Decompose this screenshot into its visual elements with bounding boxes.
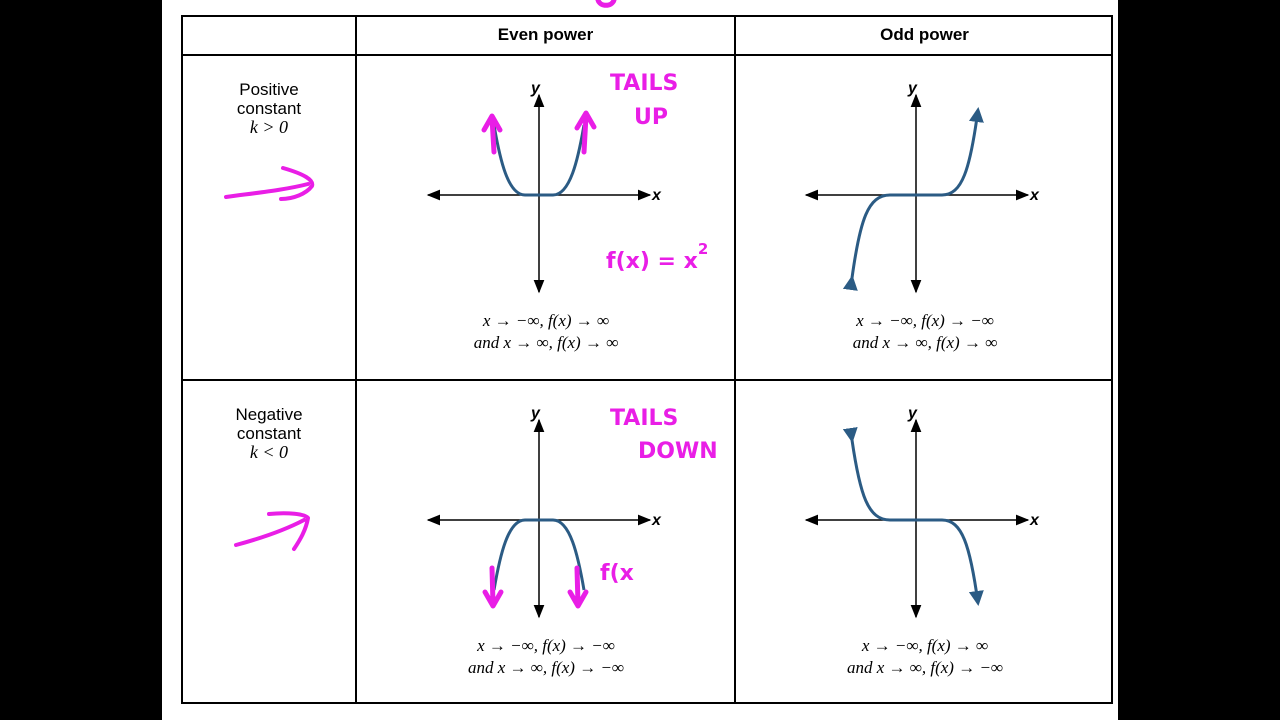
caption-negative-even-line1: x → −∞, f(x) → −∞	[477, 636, 615, 655]
row-label-positive-line1: Positive	[239, 80, 299, 99]
caption-negative-even: x → −∞, f(x) → −∞ and x → ∞, f(x) → −∞	[357, 635, 735, 679]
graph-positive-even: x y	[426, 80, 662, 294]
curve-negative-even	[492, 518, 586, 591]
graph-negative-even: x y	[426, 405, 662, 619]
row-label-negative: Negative constant k < 0	[183, 405, 355, 462]
note-tails-up-line1: TAILS	[610, 71, 678, 96]
row-label-positive-math: k > 0	[249, 117, 289, 137]
note-tails-down-line2: DOWN	[638, 439, 718, 464]
caption-positive-even: x → −∞, f(x) → ∞ and x → ∞, f(x) → ∞	[357, 310, 735, 354]
caption-positive-odd: x → −∞, f(x) → −∞ and x → ∞, f(x) → ∞	[736, 310, 1114, 354]
caption-positive-odd-line1: x → −∞, f(x) → −∞	[856, 311, 994, 330]
graph-negative-odd: x y	[804, 405, 1040, 619]
curve-negative-odd	[842, 427, 984, 606]
row-label-negative-math: k < 0	[249, 442, 289, 462]
y-axis-label: y	[907, 80, 918, 97]
ink-pointer-positive	[224, 166, 315, 201]
table-divider-header	[181, 54, 1113, 56]
ink-top-partial-mark	[595, 0, 617, 8]
row-label-negative-line2: constant	[236, 424, 302, 443]
caption-positive-odd-line2: and x → ∞, f(x) → ∞	[852, 333, 998, 352]
ink-arrow-left	[482, 565, 504, 609]
behavior-table	[181, 15, 1113, 704]
x-axis-label: x	[1029, 187, 1040, 204]
row-label-positive-line2: constant	[236, 99, 302, 118]
caption-negative-even-line2: and x → ∞, f(x) → −∞	[467, 658, 625, 677]
y-axis-label: y	[530, 80, 541, 97]
x-axis-label: x	[651, 187, 662, 204]
y-axis-label: y	[530, 405, 541, 422]
table-divider-right	[734, 15, 736, 704]
curve-positive-even	[492, 124, 586, 197]
ink-annotations: TAILS UP f(x) = x2 TAILS DOWN f(x	[224, 0, 718, 586]
x-axis-label: x	[651, 512, 662, 529]
caption-negative-odd-line1: x → −∞, f(x) → ∞	[861, 636, 989, 655]
caption-negative-odd: x → −∞, f(x) → ∞ and x → ∞, f(x) → −∞	[736, 635, 1114, 679]
note-tails-down-line1: TAILS	[610, 406, 678, 431]
note-tails-up-line2: UP	[634, 105, 668, 130]
x-axis-label: x	[1029, 512, 1040, 529]
graph-positive-odd: x y	[804, 80, 1040, 294]
table-divider-left	[355, 15, 357, 704]
caption-positive-even-line2: and x → ∞, f(x) → ∞	[473, 333, 619, 352]
curve-positive-odd	[842, 107, 984, 291]
ink-pointer-negative	[234, 511, 310, 551]
header-even-power: Even power	[497, 25, 594, 44]
header-odd-power: Odd power	[880, 25, 969, 44]
ink-arrow-right	[574, 110, 597, 155]
note-function-partial: f(x	[600, 561, 634, 586]
row-label-positive: Positive constant k > 0	[183, 80, 355, 137]
row-label-negative-line1: Negative	[235, 405, 303, 424]
table-divider-middle	[181, 379, 1113, 381]
y-axis-label: y	[907, 405, 918, 422]
ink-arrow-left	[481, 113, 503, 155]
caption-negative-odd-line2: and x → ∞, f(x) → −∞	[846, 658, 1004, 677]
note-function-base: f(x) = x	[606, 249, 698, 274]
caption-positive-even-line1: x → −∞, f(x) → ∞	[482, 311, 610, 330]
note-function: f(x) = x2	[606, 240, 708, 274]
ink-arrow-right	[567, 565, 589, 609]
note-function-exponent: 2	[698, 240, 708, 258]
